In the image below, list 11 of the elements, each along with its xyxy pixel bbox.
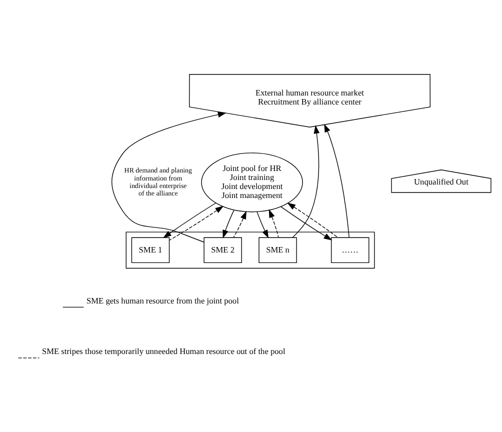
arrow xyxy=(324,123,350,238)
arrow xyxy=(233,210,247,238)
arrow xyxy=(256,210,269,238)
arrow xyxy=(112,111,226,242)
arrow xyxy=(163,202,216,238)
arrow xyxy=(268,208,279,238)
arrow xyxy=(280,206,332,240)
arrow xyxy=(287,202,338,238)
arrow xyxy=(169,205,224,240)
arrow xyxy=(222,209,234,238)
arrow xyxy=(292,124,320,238)
